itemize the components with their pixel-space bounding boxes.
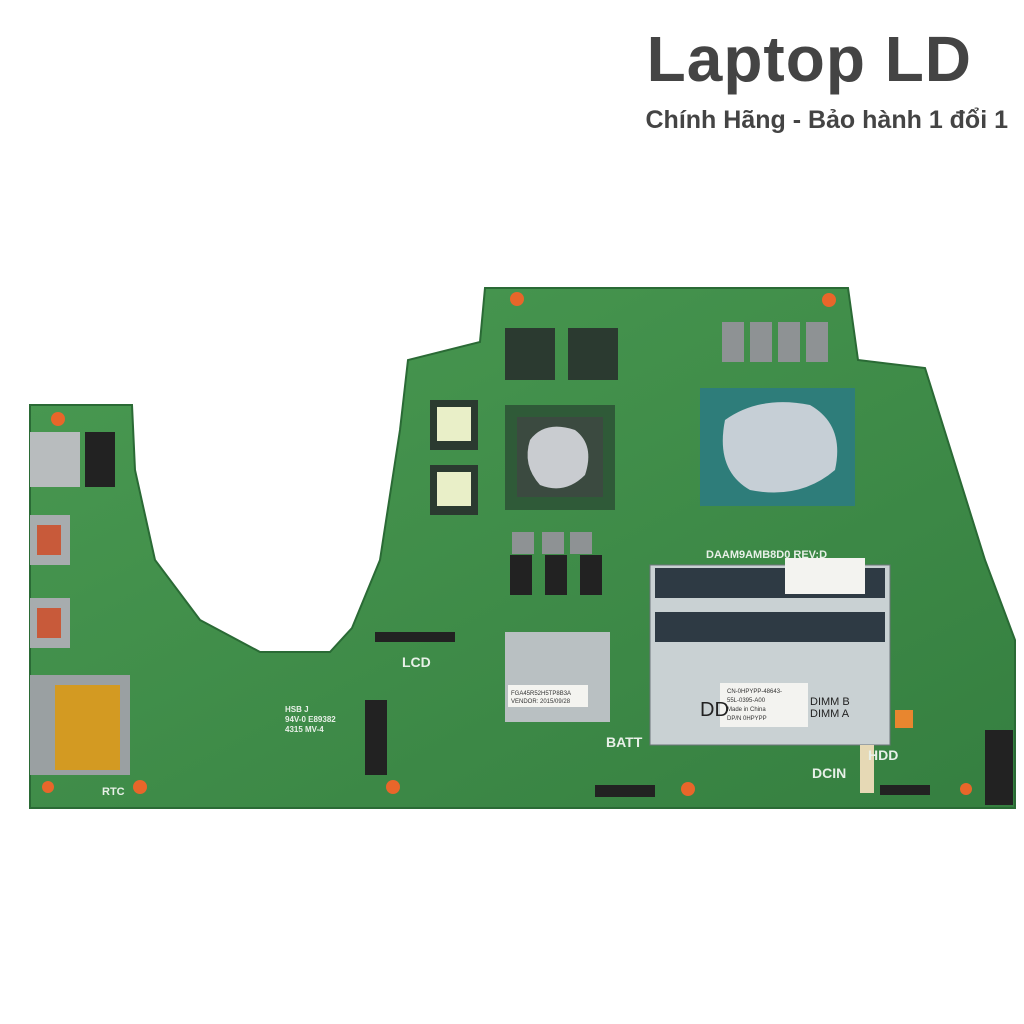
ul-marking: HSB J (285, 705, 309, 714)
hdd-label: HDD (868, 747, 898, 763)
sticker-line: 55L-0395-A00 (727, 698, 766, 704)
dd-label: DD (700, 699, 729, 721)
io-ports (30, 432, 130, 775)
ul-marking: 94V-0 E89382 (285, 715, 336, 724)
dimm-a-label: DIMM A (810, 708, 850, 720)
inductors (512, 322, 828, 554)
dimm-slots: CN-0HPYPP-48643- 55L-0395-A00 Made in Ch… (649, 558, 891, 746)
connectors (365, 632, 1013, 805)
mounting-holes (42, 292, 972, 796)
rtc-label: RTC (102, 786, 125, 798)
brand-tagline: Chính Hãng - Bảo hành 1 đổi 1 (645, 106, 1009, 134)
heatsink-label: FGA45R52H5TP8B3A (511, 691, 571, 697)
vram-chips (430, 328, 618, 595)
sticker-line: CN-0HPYPP-48643- (727, 689, 782, 695)
board-model-marking: DAAM9AMB8D0 REV:D (706, 549, 827, 561)
brand-title: Laptop LD (646, 23, 972, 95)
gpu-chip (505, 405, 615, 510)
sticker-line: Made in China (727, 707, 766, 713)
batt-label: BATT (606, 734, 643, 750)
ul-marking: 4315 MV-4 (285, 725, 324, 734)
heatsink-label: VENDOR: 2015/09/28 (511, 699, 571, 705)
dimm-b-label: DIMM B (810, 696, 850, 708)
sticker-line: DP/N 0HPYPP (727, 716, 767, 722)
dcin-label: DCIN (812, 765, 846, 781)
cpu-chip (700, 388, 855, 506)
heatsink-plate: FGA45R52H5TP8B3A VENDOR: 2015/09/28 (505, 632, 610, 722)
lcd-label: LCD (402, 654, 431, 670)
